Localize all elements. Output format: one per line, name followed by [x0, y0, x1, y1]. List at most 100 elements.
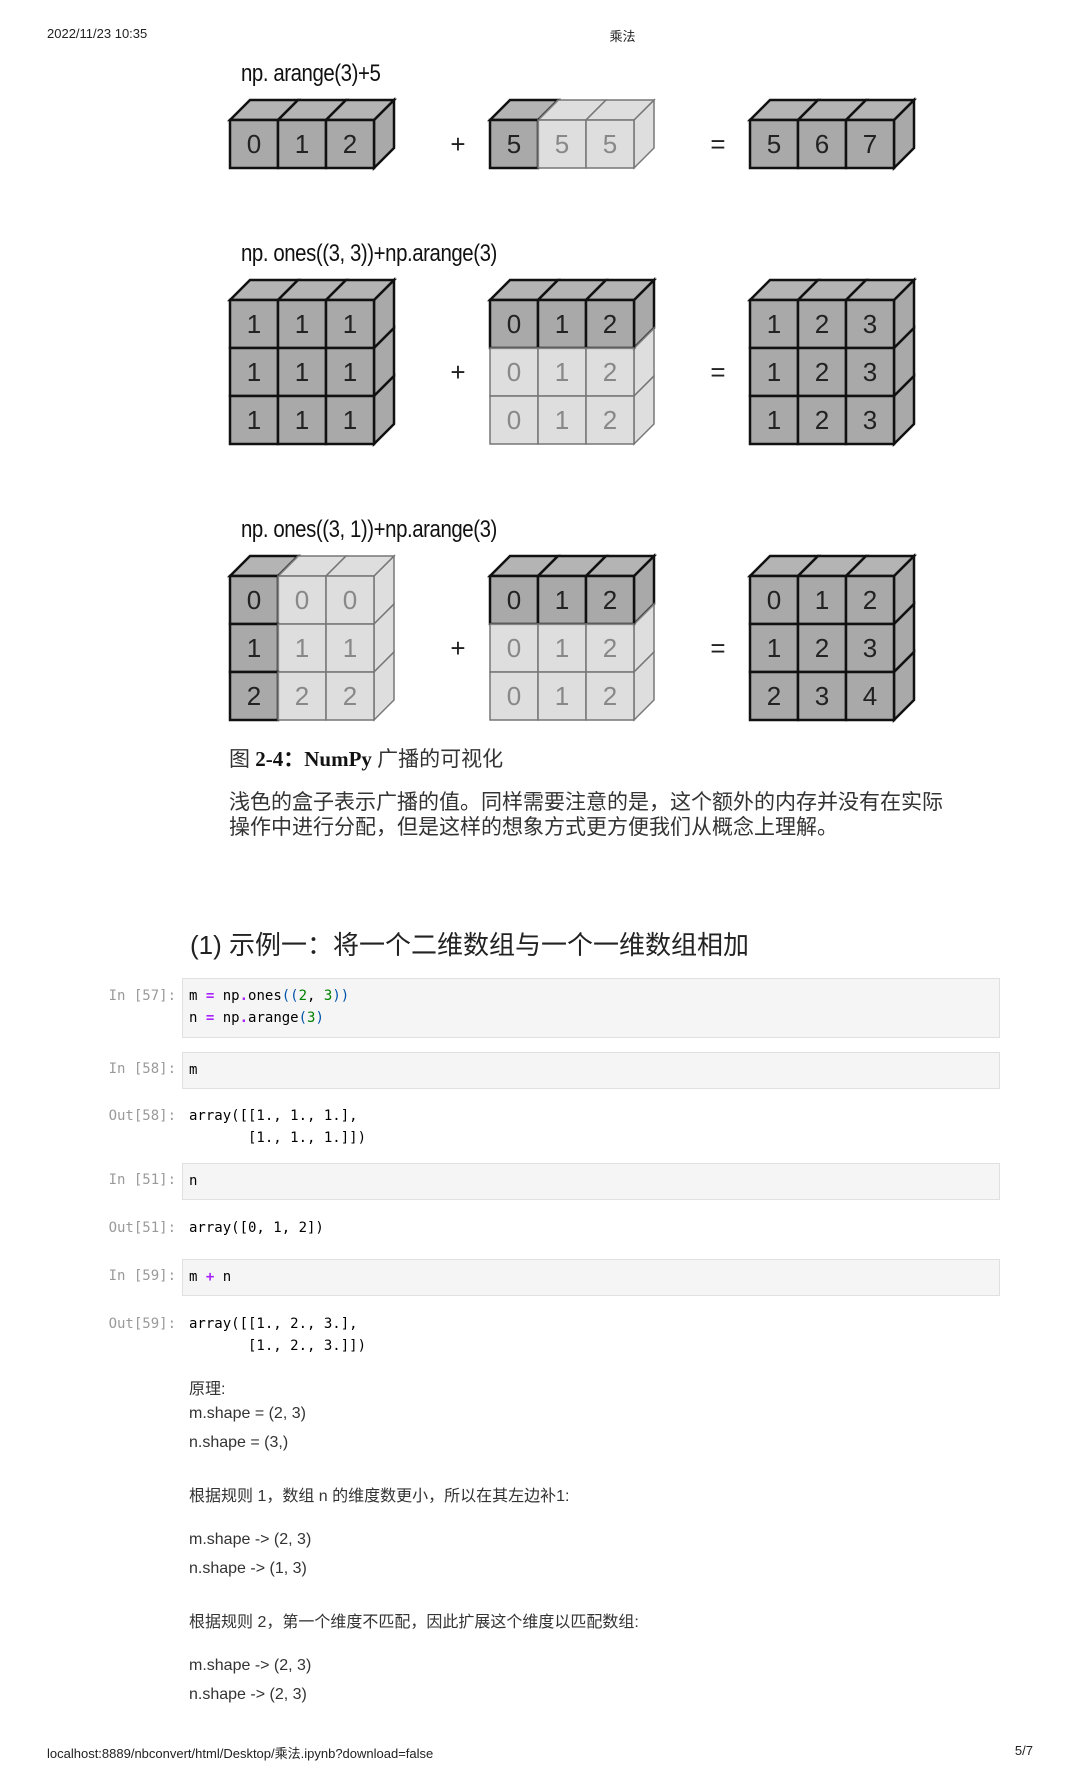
section-heading: (1) 示例一：将一个二维数组与一个一维数组相加 — [190, 930, 750, 960]
cell-value: 1 — [555, 585, 569, 615]
cell-value: 2 — [343, 681, 357, 711]
output-line: array([[1., 2., 3.], — [189, 1316, 358, 1332]
cell-value: 1 — [767, 357, 781, 387]
code-cell-58[interactable]: m — [182, 1052, 1000, 1089]
cell-value: 1 — [343, 357, 357, 387]
cell-value: 1 — [295, 357, 309, 387]
cell-value: 5 — [767, 129, 781, 159]
cell-value: 2 — [603, 357, 617, 387]
cell-value: 0 — [247, 585, 261, 615]
code-cell-51[interactable]: n — [182, 1163, 1000, 1200]
output-line: [1., 2., 3.]]) — [189, 1338, 367, 1354]
cell-value: 7 — [863, 129, 877, 159]
panel-label-2: np. ones((3, 3))+np.arange(3) — [241, 240, 497, 267]
equals-sign: = — [710, 633, 725, 663]
cell-value: 1 — [767, 405, 781, 435]
print-date: 2022/11/23 10:35 — [47, 26, 148, 41]
figure-explanation: 浅色的盒子表示广播的值。同样需要注意的是，这个额外的内存并没有在实际操作中进行分… — [229, 790, 943, 839]
cell-value: 1 — [343, 633, 357, 663]
cell-prompt: In [58]: — [108, 1061, 176, 1077]
cell-value: 2 — [815, 405, 829, 435]
cell-value: 2 — [815, 309, 829, 339]
plus-sign: + — [450, 633, 465, 663]
figure-caption: 图 2-4：NumPy 广播的可视化 — [229, 743, 503, 773]
panel-label-1: np. arange(3)+5 — [241, 60, 381, 87]
cell-value: 2 — [343, 129, 357, 159]
cell-value: 3 — [863, 357, 877, 387]
cell-prompt: In [51]: — [108, 1172, 176, 1188]
shape-line: m.shape -> (2, 3) — [189, 1531, 312, 1548]
output-prompt: Out[58]: — [108, 1108, 176, 1124]
shape-line: n.shape = (3,) — [189, 1434, 289, 1451]
output-line: [1., 1., 1.]]) — [189, 1130, 367, 1146]
rule-2-text: 根据规则 2，第一个维度不匹配，因此扩展这个维度以匹配数组: — [189, 1614, 639, 1631]
cell-value: 0 — [507, 681, 521, 711]
cell-value: 6 — [815, 129, 829, 159]
cell-value: 1 — [247, 357, 261, 387]
cell-value: 0 — [295, 585, 309, 615]
cell-value: 3 — [863, 309, 877, 339]
cell-value: 0 — [507, 357, 521, 387]
page-url: localhost:8889/nbconvert/html/Desktop/乘法… — [47, 1746, 434, 1761]
cell-prompt: In [59]: — [108, 1268, 176, 1284]
cell-value: 2 — [603, 633, 617, 663]
panel-label-3: np. ones((3, 1))+np.arange(3) — [241, 516, 497, 543]
cell-value: 0 — [507, 309, 521, 339]
cell-value: 1 — [555, 681, 569, 711]
code-cell-59[interactable]: m + n — [182, 1259, 1000, 1296]
array-result: 5 6 7 — [746, 96, 918, 172]
principle-title: 原理: — [189, 1381, 226, 1398]
equals-sign: = — [710, 129, 725, 159]
cell-value: 1 — [343, 309, 357, 339]
rule-1-text: 根据规则 1，数组 n 的维度数更小，所以在其左边补1: — [189, 1488, 570, 1505]
cell-value: 5 — [555, 129, 569, 159]
cell-value: 2 — [815, 633, 829, 663]
cell-value: 1 — [815, 585, 829, 615]
cell-value: 1 — [555, 357, 569, 387]
cell-value: 2 — [603, 585, 617, 615]
cell-value: 1 — [247, 309, 261, 339]
cell-value: 2 — [767, 681, 781, 711]
cell-value: 2 — [295, 681, 309, 711]
cell-value: 2 — [603, 405, 617, 435]
cell-value: 3 — [815, 681, 829, 711]
cell-value: 3 — [863, 405, 877, 435]
cell-value: 1 — [295, 405, 309, 435]
code-cell-57[interactable]: m = np.ones((2, 3)) n = np.arange(3) — [182, 978, 1000, 1038]
page-number: 5/7 — [1014, 1743, 1033, 1758]
cell-value: 3 — [863, 633, 877, 663]
cell-value: 1 — [767, 309, 781, 339]
cell-value: 1 — [295, 633, 309, 663]
plus-sign: + — [450, 357, 465, 387]
shape-line: n.shape -> (2, 3) — [189, 1686, 307, 1703]
cell-value: 1 — [295, 309, 309, 339]
plus-sign: + — [450, 129, 465, 159]
output-prompt: Out[59]: — [108, 1316, 176, 1332]
shape-line: n.shape -> (1, 3) — [189, 1560, 307, 1577]
cell-value: 1 — [247, 633, 261, 663]
cell-value: 1 — [767, 633, 781, 663]
cell-value: 0 — [507, 633, 521, 663]
shape-line: m.shape -> (2, 3) — [189, 1657, 312, 1674]
cell-value: 2 — [863, 585, 877, 615]
output-line: array([[1., 1., 1.], — [189, 1108, 358, 1124]
print-title: 乘法 — [609, 29, 636, 44]
cell-value: 1 — [295, 129, 309, 159]
cell-value: 1 — [343, 405, 357, 435]
cell-value: 2 — [603, 681, 617, 711]
shape-line: m.shape = (2, 3) — [189, 1405, 306, 1422]
output-prompt: Out[51]: — [108, 1220, 176, 1236]
cell-value: 0 — [507, 405, 521, 435]
cell-value: 2 — [247, 681, 261, 711]
cell-value: 5 — [603, 129, 617, 159]
cell-value: 0 — [507, 585, 521, 615]
